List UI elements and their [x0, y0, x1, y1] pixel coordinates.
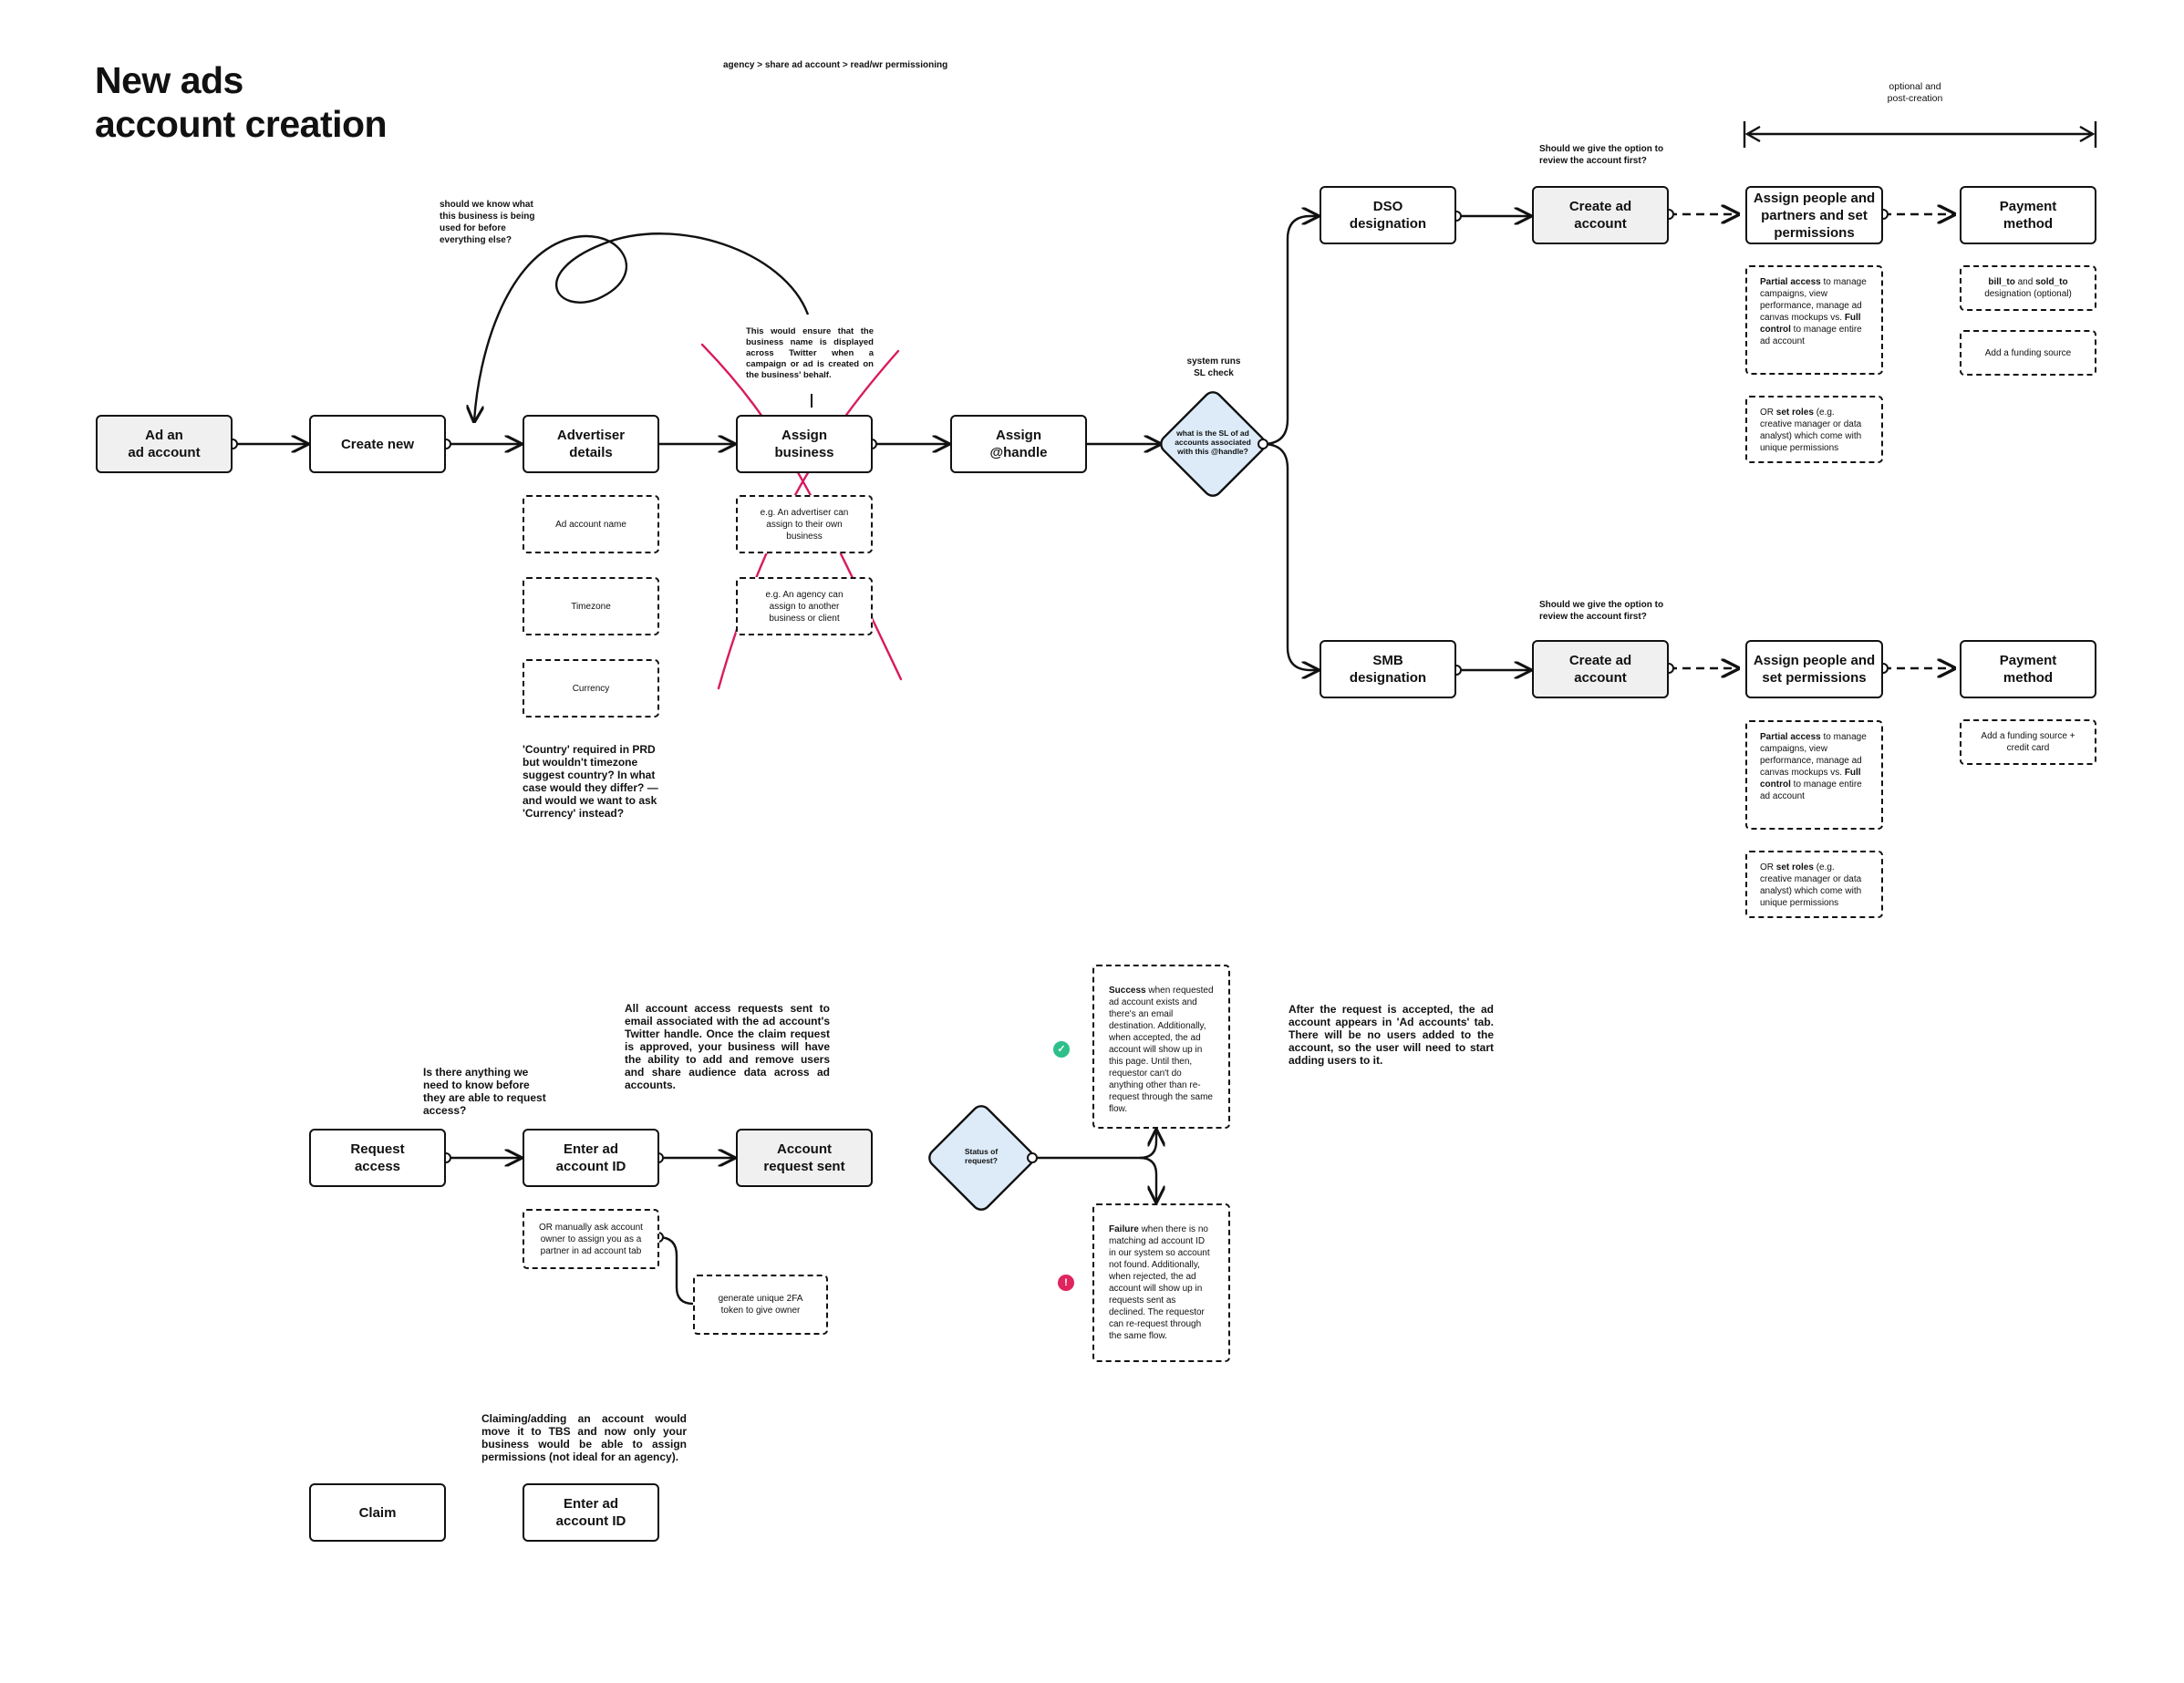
- failure-label: Failure: [1109, 1224, 1139, 1234]
- smb-assign-people-node[interactable]: Assign people and set permissions: [1745, 640, 1883, 698]
- assign-handle-node[interactable]: Assign @handle: [950, 415, 1087, 473]
- full-control-text: to manage entire ad account: [1760, 780, 1862, 801]
- smb-designation-node[interactable]: SMB designation: [1320, 640, 1456, 698]
- claiming-note: Claiming/adding an account would move it…: [481, 1412, 687, 1463]
- timezone-field: Timezone: [523, 577, 659, 635]
- sold-to-label: sold_to: [2035, 277, 2068, 287]
- edge-check-to-dso: [1262, 216, 1318, 446]
- optional-label: optional and post-creation: [1887, 81, 1943, 104]
- review-smb-note: Should we give the option to review the …: [1539, 600, 1664, 622]
- failure-text: when there is no matching ad account ID …: [1109, 1224, 1210, 1341]
- or-text: OR: [1760, 862, 1776, 872]
- edge-manual-to-2fa: [657, 1235, 694, 1306]
- enter-id-claim-node[interactable]: Enter ad account ID: [523, 1483, 659, 1542]
- smb-set-roles-box: OR set roles (e.g. creative manager or d…: [1745, 851, 1883, 918]
- ad-account-node[interactable]: Ad an ad account: [96, 415, 233, 473]
- partial-access-label: Partial access: [1760, 277, 1821, 287]
- business-other-example: e.g. An agency can assign to another bus…: [736, 577, 873, 635]
- optional-bracket: [1743, 121, 2097, 148]
- dso-set-roles-box: OR set roles (e.g. creative manager or d…: [1745, 396, 1883, 463]
- after-accept-note: After the request is accepted, the ad ac…: [1289, 1003, 1494, 1067]
- full-control-label: Full control: [1760, 313, 1861, 335]
- success-box: Success when requested ad account exists…: [1092, 965, 1230, 1129]
- create-new-node[interactable]: Create new: [309, 415, 446, 473]
- enter-id-request-node[interactable]: Enter ad account ID: [523, 1129, 659, 1187]
- sl-check-diamond: [1160, 391, 1266, 497]
- success-text: when requested ad account exists and the…: [1109, 986, 1214, 1114]
- requests-email-note: All account access requests sent to emai…: [625, 1002, 830, 1091]
- edge-handdrawn-curve: [474, 232, 810, 421]
- smb-create-ad-account-node[interactable]: Create ad account: [1532, 640, 1669, 698]
- alert-icon: !: [1058, 1275, 1074, 1291]
- manual-ask-box: OR manually ask account owner to assign …: [523, 1209, 659, 1269]
- status-diamond: [928, 1105, 1034, 1211]
- review-dso-note: Should we give the option to review the …: [1539, 144, 1664, 166]
- dso-payment-method-node[interactable]: Payment method: [1960, 186, 2096, 244]
- claim-node[interactable]: Claim: [309, 1483, 446, 1542]
- designation-text: designation (optional): [1984, 289, 2072, 299]
- set-roles-label: set roles: [1775, 408, 1814, 418]
- set-roles-label: set roles: [1775, 862, 1814, 872]
- business-own-example: e.g. An advertiser can assign to their o…: [736, 495, 873, 553]
- full-control-label: Full control: [1760, 768, 1861, 790]
- request-access-node[interactable]: Request access: [309, 1129, 446, 1187]
- system-runs-note: system runs SL check: [1186, 356, 1241, 378]
- failure-box: Failure when there is no matching ad acc…: [1092, 1203, 1230, 1362]
- breadcrumb: agency > share ad account > read/wr perm…: [723, 60, 948, 70]
- dso-assign-people-node[interactable]: Assign people and partners and set permi…: [1745, 186, 1883, 244]
- dso-designation-node[interactable]: DSO designation: [1320, 186, 1456, 244]
- check-icon: ✓: [1053, 1041, 1070, 1058]
- business-name-note: This would ensure that the business name…: [746, 326, 874, 380]
- edge-status-to-success: [1032, 1131, 1156, 1160]
- page-title: New ads account creation: [95, 59, 388, 145]
- set-roles-text: (e.g. creative manager or data analyst) …: [1760, 862, 1862, 908]
- partial-access-text: to manage campaigns, view performance, m…: [1760, 732, 1867, 778]
- smb-payment-method-node[interactable]: Payment method: [1960, 640, 2096, 698]
- ad-account-name-field: Ad account name: [523, 495, 659, 553]
- business-use-note: should we know what this business is bei…: [440, 200, 535, 245]
- and-text: and: [2014, 277, 2036, 287]
- partial-access-label: Partial access: [1760, 732, 1821, 742]
- two-fa-box: generate unique 2FA token to give owner: [693, 1275, 828, 1335]
- add-funding-card-box: Add a funding source + credit card: [1960, 719, 2096, 765]
- country-note: 'Country' required in PRD but wouldn't t…: [523, 743, 658, 820]
- add-funding-box: Add a funding source: [1960, 330, 2096, 376]
- need-to-know-note: Is there anything we need to know before…: [423, 1066, 546, 1117]
- dso-partial-access-box: Partial access to manage campaigns, view…: [1745, 265, 1883, 375]
- sl-check-label: what is the SL of ad accounts associated…: [1175, 428, 1251, 456]
- bill-to-label: bill_to: [1988, 277, 2015, 287]
- assign-business-node[interactable]: Assign business: [736, 415, 873, 473]
- success-label: Success: [1109, 986, 1146, 996]
- smb-partial-access-box: Partial access to manage campaigns, view…: [1745, 720, 1883, 830]
- status-label: Status of request?: [964, 1147, 999, 1165]
- or-text: OR: [1760, 408, 1776, 418]
- partial-access-text: to manage campaigns, view performance, m…: [1760, 277, 1867, 323]
- dso-create-ad-account-node[interactable]: Create ad account: [1532, 186, 1669, 244]
- advertiser-details-node[interactable]: Advertiser details: [523, 415, 659, 473]
- bill-to-sold-to-box: bill_to and sold_to designation (optiona…: [1960, 265, 2096, 311]
- edge-status-to-failure: [1139, 1156, 1156, 1202]
- set-roles-text: (e.g. creative manager or data analyst) …: [1760, 408, 1862, 453]
- edge-check-to-smb: [1262, 442, 1318, 670]
- full-control-text: to manage entire ad account: [1760, 325, 1862, 346]
- currency-field: Currency: [523, 659, 659, 718]
- account-request-sent-node[interactable]: Account request sent: [736, 1129, 873, 1187]
